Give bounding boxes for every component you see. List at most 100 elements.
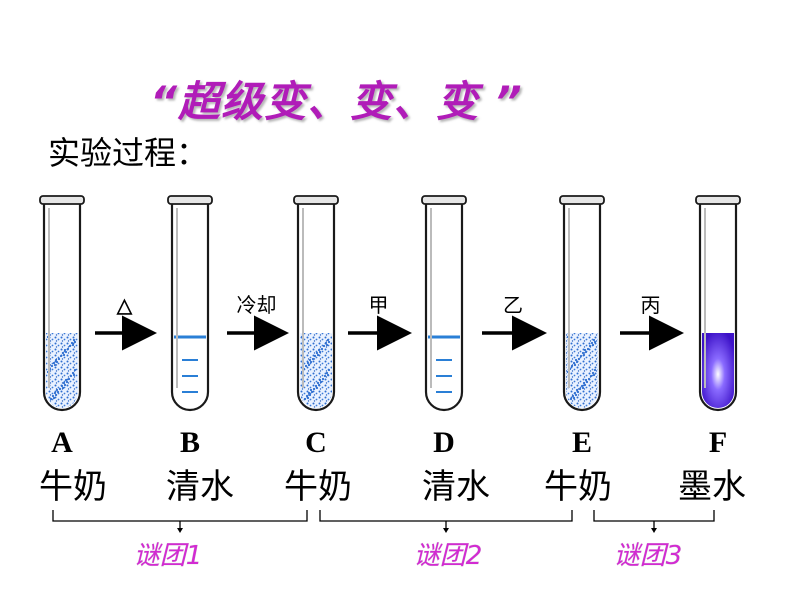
- reaction-arrow: 乙: [482, 293, 547, 351]
- tube-rim: [421, 195, 467, 205]
- tube-glass: [562, 204, 602, 412]
- milk-speckle: [316, 353, 320, 357]
- milk-speckle: [575, 388, 579, 392]
- milk-speckle: [308, 358, 312, 362]
- milk-speckle: [62, 353, 66, 357]
- arrow-condition-label: 冷却: [237, 293, 277, 317]
- milk-speckle: [61, 351, 65, 355]
- tube-letter: F: [709, 426, 727, 459]
- milk-speckle: [56, 390, 60, 394]
- milk-speckle: [584, 378, 588, 382]
- milk-speckle: [325, 371, 329, 375]
- milk-speckle: [584, 350, 588, 354]
- milk-speckle: [306, 361, 310, 365]
- milk-speckle: [574, 358, 578, 362]
- milk-speckle: [327, 340, 331, 344]
- milk-speckle: [581, 386, 585, 390]
- milk-speckle: [309, 360, 313, 364]
- test-tube-d: D 清水: [421, 195, 490, 507]
- page-title: “超级变、变、变 ”: [150, 77, 523, 126]
- mystery-group-2: 谜团2: [319, 510, 573, 571]
- milk-speckle: [57, 357, 61, 361]
- milk-speckle: [66, 347, 70, 351]
- mystery-group-3: 谜团3: [593, 510, 715, 571]
- section-subtitle: 实验过程：: [48, 134, 209, 172]
- milk-speckle: [589, 374, 593, 378]
- tube-letter: D: [433, 426, 455, 459]
- milk-speckle: [592, 338, 596, 342]
- milk-speckle: [311, 357, 315, 361]
- milk-speckle: [73, 340, 77, 344]
- milk-speckle: [69, 374, 73, 378]
- milk-speckle: [308, 393, 312, 397]
- tube-rim: [695, 195, 741, 205]
- milk-speckle: [572, 396, 576, 400]
- milk-speckle: [51, 394, 55, 398]
- milk-speckle: [317, 383, 321, 387]
- mystery-label: 谜团1: [134, 541, 203, 571]
- reaction-arrow: 丙: [620, 293, 684, 351]
- milk-speckle: [52, 396, 56, 400]
- milk-speckle: [588, 344, 592, 348]
- milk-speckle: [315, 351, 319, 355]
- mystery-label: 谜团2: [414, 541, 483, 571]
- bracket-arrowhead: [177, 528, 183, 533]
- milk-speckle: [315, 386, 319, 390]
- tube-content-label: 牛奶: [284, 467, 352, 507]
- milk-speckle: [73, 368, 77, 372]
- milk-speckle: [325, 343, 329, 347]
- milk-speckle: [591, 343, 595, 347]
- milk-speckle: [583, 348, 587, 352]
- ink-liquid: [702, 333, 734, 408]
- milk-speckle: [590, 341, 594, 345]
- milk-speckle: [582, 353, 586, 357]
- test-tube-f: F 墨水: [678, 195, 746, 507]
- milk-speckle: [52, 361, 56, 365]
- milk-speckle: [580, 384, 584, 388]
- tube-rim: [559, 195, 605, 205]
- tube-content-label: 墨水: [678, 467, 746, 507]
- milk-speckle: [305, 394, 309, 398]
- milk-speckle: [575, 360, 579, 364]
- milk-speckle: [54, 393, 58, 397]
- milk-speckle: [60, 384, 64, 388]
- milk-speckle: [592, 373, 596, 377]
- tube-rim: [39, 195, 85, 205]
- tube-letter: E: [572, 426, 592, 459]
- milk-speckle: [71, 343, 75, 347]
- milk-speckle: [59, 354, 63, 358]
- milk-speckle: [327, 368, 331, 372]
- milk-speckle: [321, 377, 325, 381]
- arrow-condition-label: 乙: [503, 293, 523, 317]
- milk-speckle: [326, 338, 330, 342]
- milk-speckle: [71, 371, 75, 375]
- milk-speckle: [322, 344, 326, 348]
- bracket-arrowhead: [651, 528, 657, 533]
- milk-speckle: [577, 357, 581, 361]
- milk-speckle: [64, 378, 68, 382]
- milk-speckle: [579, 354, 583, 358]
- test-tube-b: B清水: [166, 195, 234, 507]
- milk-speckle: [570, 364, 574, 368]
- milk-speckle: [310, 390, 314, 394]
- milk-speckle: [307, 391, 311, 395]
- tube-content-label: 牛奶: [39, 467, 107, 507]
- milk-speckle: [49, 397, 53, 401]
- milk-speckle: [64, 350, 68, 354]
- mystery-label: 谜团3: [614, 541, 683, 571]
- milk-speckle: [318, 350, 322, 354]
- milk-speckle: [323, 374, 327, 378]
- milk-speckle: [303, 397, 307, 401]
- milk-speckle: [309, 388, 313, 392]
- milk-speckle: [55, 388, 59, 392]
- milk-speckle: [586, 347, 590, 351]
- tube-letter: B: [180, 426, 200, 459]
- milk-speckle: [62, 381, 66, 385]
- milk-liquid: [566, 333, 598, 408]
- test-tube-a: A牛奶: [39, 195, 107, 507]
- milk-speckle: [72, 338, 76, 342]
- tube-content-label: 清水: [422, 467, 490, 507]
- milk-speckle: [573, 363, 577, 367]
- bracket-arrowhead: [443, 528, 449, 533]
- bracket-line: [593, 510, 715, 522]
